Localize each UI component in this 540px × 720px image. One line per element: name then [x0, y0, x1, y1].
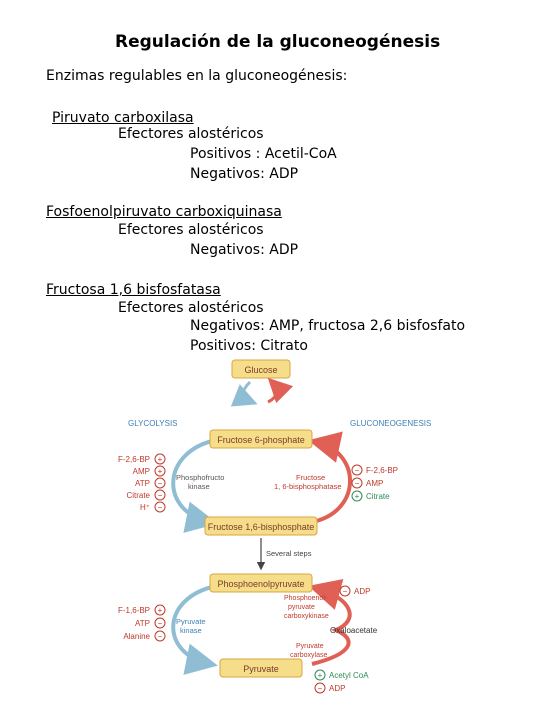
regulator-sign: +: [318, 671, 323, 680]
effector-line: Negativos: ADP: [190, 242, 299, 258]
glycolysis-arc-bottom: [171, 584, 218, 675]
glycolysis-regulators-bottom: F-1,6-BP + ATP − Alanine −: [118, 604, 166, 642]
f16bp-label: Fructose 1,6-bisphosphate: [208, 522, 315, 532]
regulator-sign-icon: [154, 465, 166, 477]
regulator-sign: −: [158, 632, 163, 641]
regulator-label: AMP: [366, 479, 383, 488]
regulator-sign: +: [158, 606, 163, 615]
glucose-glycolysis-arrow: [230, 380, 258, 407]
regulator-sign: +: [158, 467, 163, 476]
regulator-sign: −: [343, 587, 348, 596]
pep-box: [209, 573, 313, 593]
several-steps-label: Several steps: [266, 549, 312, 558]
regulator-sign-icon: [154, 630, 166, 642]
regulator-sign-icon: [154, 477, 166, 489]
pc-label-2: carboxylase: [290, 652, 327, 659]
gluconeogenesis-header: GLUCONEOGENESIS: [350, 419, 431, 428]
regulator-label: AMP: [133, 467, 150, 476]
gluconeo-regulators-top: − F-2,6-BP − AMP + Citrate: [351, 464, 398, 502]
pepck-label-3: carboxykinase: [284, 613, 329, 620]
page-title: Regulación de la gluconeogénesis: [115, 32, 441, 52]
enzyme-name: Fosfoenolpiruvato carboxiquinasa: [46, 204, 282, 220]
regulator-label: ATP: [135, 619, 150, 628]
enzyme-name: Piruvato carboxilasa: [52, 110, 194, 126]
regulator-sign-icon: [154, 617, 166, 629]
f16bp-box: [204, 516, 318, 536]
effector-heading: Efectores alostéricos: [118, 126, 264, 142]
oxaloacetate-label: Oxaloacetate: [330, 626, 378, 635]
regulator-sign: −: [158, 503, 163, 512]
regulator-sign-icon: [351, 477, 363, 489]
f6p-label: Fructose 6-phosphate: [217, 435, 305, 445]
regulator-sign-icon: [154, 604, 166, 616]
gluconeogenesis-arc-top: [308, 431, 352, 524]
regulator-label: ADP: [354, 587, 370, 596]
glycolysis-regulators-top: F-2,6-BP + AMP + ATP − Citrate − H⁺ −: [118, 453, 166, 513]
regulator-label: ATP: [135, 479, 150, 488]
pfk-label-1: Phosphofructo: [176, 473, 224, 482]
regulator-label: Alanine: [123, 632, 150, 641]
regulator-label: H⁺: [140, 503, 150, 512]
regulator-sign-icon: [154, 501, 166, 513]
pc-label-1: Pyruvate: [296, 643, 324, 650]
pyruvate-label: Pyruvate: [243, 664, 279, 674]
effector-line: Positivos : Acetil-CoA: [190, 146, 337, 162]
regulator-sign-icon: [154, 489, 166, 501]
regulator-sign: −: [355, 479, 360, 488]
glycolysis-header: GLYCOLYSIS: [128, 419, 178, 428]
regulator-label: F-1,6-BP: [118, 606, 150, 615]
glycolysis-arc-top: [171, 438, 218, 533]
regulator-label: Acetyl CoA: [329, 671, 369, 680]
regulator-sign: −: [158, 479, 163, 488]
regulator-sign-icon: [351, 464, 363, 476]
intro-text: Enzimas regulables en la gluconeogénesis…: [46, 68, 348, 84]
pep-label: Phosphoenolpyruvate: [217, 579, 304, 589]
regulator-sign-icon: [314, 682, 326, 694]
regulator-label: F-2,6-BP: [366, 466, 398, 475]
regulator-sign: −: [355, 466, 360, 475]
pk-label-2: kinase: [180, 626, 202, 635]
regulator-sign: +: [158, 455, 163, 464]
regulator-sign: −: [158, 619, 163, 628]
pepck-label-1: Phosphoenol-: [284, 595, 328, 602]
regulator-label: ADP: [329, 684, 345, 693]
regulator-sign-icon: [339, 585, 351, 597]
pk-label-1: Pyruvate: [176, 617, 206, 626]
pyruvate-box: [219, 658, 303, 678]
regulator-sign-icon: [314, 669, 326, 681]
fbpase-label-1: Fructose: [296, 473, 325, 482]
effector-line: Negativos: AMP, fructosa 2,6 bisfosfato: [190, 318, 466, 334]
regulator-label: F-2,6-BP: [118, 455, 150, 464]
fbpase-label-2: 1, 6-bisphosphatase: [274, 482, 342, 491]
f6p-box: [209, 429, 313, 449]
pepck-label-2: pyruvate: [288, 604, 315, 611]
effector-heading: Efectores alostéricos: [118, 300, 264, 316]
pfk-label-2: kinase: [188, 482, 210, 491]
regulator-sign: −: [318, 684, 323, 693]
gluconeogenesis-arc-bottom: [308, 579, 352, 666]
regulator-label: Citrate: [126, 491, 150, 500]
regulator-label: Citrate: [366, 492, 390, 501]
enzyme-name: Fructosa 1,6 bisfosfatasa: [46, 282, 221, 298]
effector-line: Negativos: ADP: [190, 166, 299, 182]
regulator-sign-icon: [154, 453, 166, 465]
regulator-sign: +: [355, 492, 360, 501]
glucose-box: [231, 359, 291, 379]
glucose-gluconeogenesis-arrow: [267, 377, 294, 404]
glucose-label: Glucose: [244, 365, 277, 375]
regulator-sign-icon: [351, 490, 363, 502]
effector-line: Positivos: Citrato: [190, 338, 308, 354]
regulator-sign: −: [158, 491, 163, 500]
pc-regulators: + Acetyl CoA − ADP: [314, 669, 369, 694]
effector-heading: Efectores alostéricos: [118, 222, 264, 238]
